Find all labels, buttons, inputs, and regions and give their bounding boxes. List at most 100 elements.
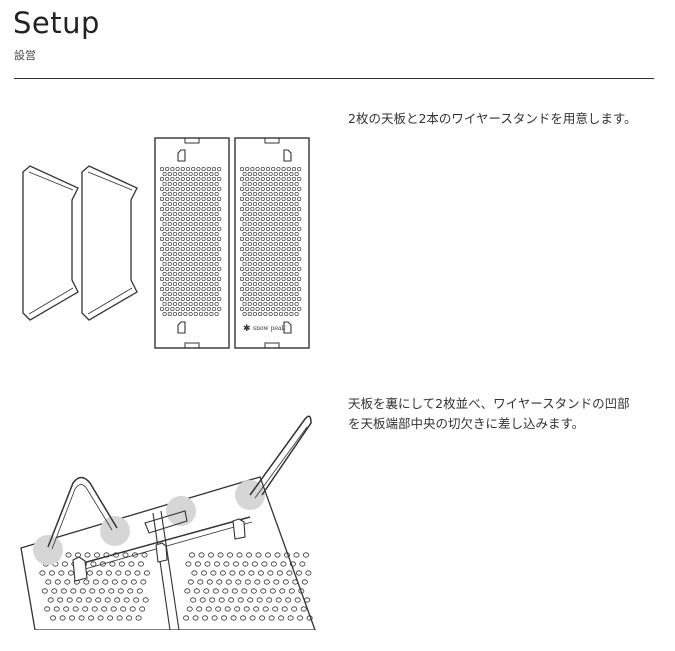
perforation-hole [265, 306, 271, 312]
perforation-hole [256, 597, 263, 603]
plate-assembly [20, 476, 316, 630]
perforation-hole [165, 186, 170, 192]
perforation-hole [273, 221, 278, 227]
perforation-hole [214, 221, 219, 227]
perforation-hole [245, 266, 250, 272]
perforation-hole [291, 236, 297, 242]
perforation-hole [170, 166, 175, 172]
perforation-hole [170, 196, 175, 202]
perforation-hole [281, 176, 286, 182]
perforation-hole [276, 246, 281, 252]
perforation-hole [245, 552, 252, 558]
perforation-hole [203, 588, 210, 594]
perforation-hole [252, 261, 258, 267]
perforation-hole [188, 221, 193, 227]
perforation-hole [185, 196, 191, 202]
perforation-hole [268, 181, 273, 187]
perforation-hole [201, 186, 206, 192]
perforation-hole [276, 196, 281, 202]
perforation-hole [263, 211, 268, 217]
perforation-hole [297, 226, 302, 232]
perforation-hole [188, 171, 193, 177]
perforation-hole [209, 181, 214, 187]
perforation-hole [170, 226, 175, 232]
perforation-hole [284, 191, 289, 197]
perforation-hole [101, 606, 108, 612]
perforation-hole [183, 271, 188, 277]
perforation-hole [196, 236, 201, 242]
perforation-hole [162, 271, 167, 277]
perforation-hole [193, 291, 198, 297]
perforation-hole [197, 579, 204, 585]
perforation-hole [294, 211, 299, 217]
perforation-hole [250, 206, 255, 212]
perforation-hole [209, 241, 214, 247]
perforation-hole [201, 246, 206, 252]
perforation-hole [206, 246, 211, 252]
perforation-hole [245, 256, 250, 262]
top-plate-right: ✱ snow peak [234, 137, 310, 349]
perforation-hole [143, 570, 150, 576]
perforation-hole [178, 251, 183, 257]
perforation-hole [263, 201, 268, 207]
perforation-hole [247, 261, 252, 267]
perforation-hole [239, 286, 245, 292]
perforation-hole [278, 231, 284, 237]
perforation-hole [170, 286, 175, 292]
perforation-hole [159, 216, 165, 222]
perforation-hole [263, 261, 268, 267]
perforation-hole [53, 606, 60, 612]
perforation-hole [304, 597, 311, 603]
perforation-hole [255, 256, 260, 262]
perforation-hole [211, 176, 217, 182]
perforation-hole [207, 552, 214, 558]
perforation-hole [252, 291, 258, 297]
perforation-hole [159, 186, 165, 192]
perforation-hole [242, 171, 247, 177]
perforation-hole [291, 216, 297, 222]
perforation-hole [255, 206, 260, 212]
perforation-hole [185, 296, 191, 302]
perforation-hole [286, 570, 293, 576]
perforation-hole [167, 221, 172, 227]
perforation-hole [165, 176, 170, 182]
perforation-hole [201, 236, 206, 242]
perforation-hole [247, 301, 252, 307]
perforation-hole [209, 301, 214, 307]
perforation-hole [252, 171, 258, 177]
perforation-hole [118, 561, 125, 567]
perforation-hole [259, 615, 266, 621]
perforation-hole [281, 286, 286, 292]
perforation-hole [276, 176, 281, 182]
perforation-hole [229, 570, 236, 576]
perforation-hole [165, 246, 170, 252]
perforation-hole [172, 311, 178, 317]
perforation-hole [295, 570, 302, 576]
perforation-hole [159, 256, 165, 262]
perforation-hole [279, 588, 286, 594]
perforation-hole [267, 570, 274, 576]
perforation-hole [260, 246, 265, 252]
perforation-hole [281, 296, 286, 302]
perforation-hole [271, 266, 276, 272]
perforation-hole [198, 231, 204, 237]
perforation-hole [281, 166, 286, 172]
perforation-hole [286, 306, 291, 312]
perforation-hole [289, 311, 294, 317]
perforation-hole [247, 221, 252, 227]
perforation-hole [294, 251, 299, 257]
perforation-hole [245, 186, 250, 192]
perforation-hole [263, 171, 268, 177]
perforation-hole [202, 615, 209, 621]
perforation-hole [245, 216, 250, 222]
perforation-hole [211, 286, 217, 292]
perforation-hole [291, 226, 297, 232]
perforation-hole [198, 291, 204, 297]
perforation-hole [255, 266, 260, 272]
perforation-hole [178, 271, 183, 277]
perforation-hole [165, 266, 170, 272]
perforation-hole [258, 191, 263, 197]
perforation-hole [225, 579, 232, 585]
perforation-hole [255, 552, 262, 558]
perforation-hole [214, 311, 219, 317]
